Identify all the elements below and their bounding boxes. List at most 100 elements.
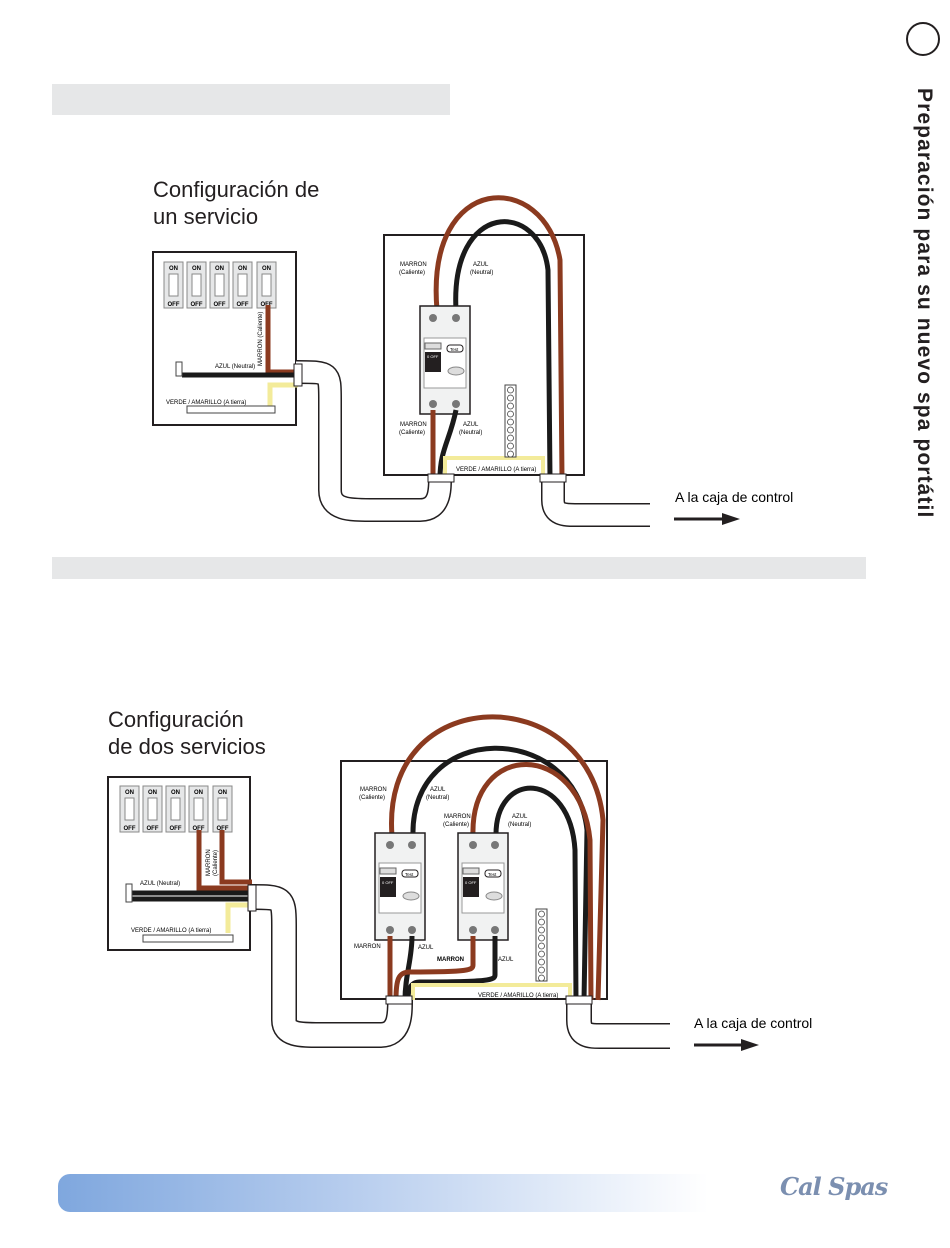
d1-conduit: [295, 361, 451, 521]
svg-text:(Neutral): (Neutral): [508, 822, 531, 828]
svg-text:OFF: OFF: [147, 826, 159, 832]
svg-text:ON: ON: [169, 266, 178, 272]
svg-text:ON: ON: [262, 266, 271, 272]
svg-text:MARRON: MARRON: [360, 787, 387, 793]
d1-fitting-right: [539, 473, 567, 483]
d2-arch-black-wire-b: [493, 785, 579, 1001]
d2-gfci-breaker-a: 0 OFF Test: [374, 832, 426, 941]
svg-text:(Neutral): (Neutral): [459, 430, 482, 436]
d2-breaker-switches: ON OFF ON OFF ON OFF ON OFF ON OFF: [119, 785, 233, 833]
svg-text:ON: ON: [238, 266, 247, 272]
d1-gfci-breaker: 0 OFF Test: [419, 305, 471, 415]
section-band-1: [52, 84, 450, 115]
diagram1-title: Configuración de un servicio: [153, 177, 320, 229]
svg-text:AZUL: AZUL: [463, 422, 479, 428]
d1-line-black-wire: [437, 409, 459, 479]
svg-text:ON: ON: [218, 790, 227, 796]
svg-text:(Neutral): (Neutral): [426, 795, 449, 801]
svg-text:MARRON: MARRON: [437, 957, 464, 963]
d2-panel-brown-wire-b: [219, 830, 252, 885]
svg-text:AZUL (Neutral): AZUL (Neutral): [215, 364, 255, 370]
svg-text:OFF: OFF: [237, 302, 249, 308]
svg-text:OFF: OFF: [191, 302, 203, 308]
d2-fitting-panel: [247, 884, 257, 912]
d2-panel-ground-wire: [225, 902, 252, 933]
svg-text:AZUL: AZUL: [430, 787, 446, 793]
d2-arch-brown-wire-a: [389, 714, 606, 1001]
d2-neutral-bar: [125, 883, 133, 903]
svg-text:OFF: OFF: [168, 302, 180, 308]
svg-text:ON: ON: [192, 266, 201, 272]
d1-fitting-left: [427, 473, 455, 483]
svg-text:(Caliente): (Caliente): [213, 850, 219, 876]
svg-text:(Neutral): (Neutral): [470, 270, 493, 276]
d2-arch-brown-wire-b: [470, 762, 594, 1001]
d1-panel-brown-wire: [265, 305, 298, 375]
svg-text:OFF: OFF: [217, 826, 229, 832]
section-band-2: [52, 557, 866, 579]
svg-text:ON: ON: [194, 790, 203, 796]
svg-text:AZUL: AZUL: [512, 814, 528, 820]
svg-text:OFF: OFF: [170, 826, 182, 832]
d1-neutral-bar: [175, 361, 183, 377]
svg-text:OFF: OFF: [124, 826, 136, 832]
d2-line-black-wire-b: [405, 936, 498, 1001]
svg-text:MARRON: MARRON: [206, 849, 212, 876]
svg-text:(Caliente): (Caliente): [399, 430, 425, 436]
svg-text:Test: Test: [405, 872, 414, 877]
svg-text:(Caliente): (Caliente): [443, 822, 469, 828]
d2-out-conduit: [567, 1000, 672, 1048]
d1-arch-black-wire: [453, 219, 553, 479]
svg-text:AZUL (Neutral): AZUL (Neutral): [140, 881, 180, 887]
svg-text:(Caliente): (Caliente): [359, 795, 385, 801]
svg-text:MARRON (Caliente): MARRON (Caliente): [258, 312, 264, 366]
svg-text:MARRON: MARRON: [400, 422, 427, 428]
d1-terminal-screws: [507, 386, 514, 458]
svg-text:ON: ON: [125, 790, 134, 796]
svg-text:AZUL: AZUL: [498, 957, 514, 963]
svg-text:AZUL: AZUL: [473, 262, 489, 268]
d1-breaker-switches: ON OFF ON OFF ON OFF ON OFF ON OFF: [163, 261, 277, 309]
d1-fitting-panel: [293, 363, 303, 387]
diagram2-title: Configuración de dos servicios: [108, 707, 266, 759]
d1-arch-brown-wire: [433, 195, 565, 479]
svg-text:AZUL: AZUL: [418, 945, 434, 951]
svg-text:0 OFF: 0 OFF: [382, 880, 394, 885]
d1-ground-bar: [186, 405, 276, 414]
svg-text:VERDE / AMARILLO (A tierra): VERDE / AMARILLO (A tierra): [131, 928, 211, 934]
d2-line-black-wire-a: [402, 935, 415, 1001]
d2-panel-brown-wire-a: [196, 830, 252, 891]
svg-text:Test: Test: [450, 347, 459, 352]
svg-text:MARRON: MARRON: [400, 262, 427, 268]
d2-line-brown-wire-b: [393, 936, 476, 1001]
svg-text:MARRON: MARRON: [444, 814, 471, 820]
d1-panel-ground-wire: [267, 382, 298, 408]
d2-conduit: [249, 885, 412, 1047]
d2-to-control-label: A la caja de control: [694, 1015, 812, 1031]
svg-text:0 OFF: 0 OFF: [465, 880, 477, 885]
svg-text:0 OFF: 0 OFF: [427, 354, 439, 359]
svg-text:OFF: OFF: [193, 826, 205, 832]
footer-bar: [58, 1174, 708, 1212]
d1-arrow-head-icon: [722, 513, 740, 525]
svg-text:MARRON: MARRON: [354, 944, 381, 950]
svg-text:VERDE / AMARILLO (A tierra): VERDE / AMARILLO (A tierra): [456, 467, 536, 473]
svg-text:ON: ON: [171, 790, 180, 796]
svg-text:VERDE / AMARILLO (A tierra): VERDE / AMARILLO (A tierra): [166, 400, 246, 406]
d1-gfci-ground-wire: [443, 456, 545, 478]
svg-text:ON: ON: [148, 790, 157, 796]
svg-text:VERDE / AMARILLO (A tierra): VERDE / AMARILLO (A tierra): [478, 993, 558, 999]
d2-fitting-right: [565, 995, 593, 1005]
d2-gfci-breaker-b: 0 OFF Test: [457, 832, 509, 941]
diagram1-single-service: ON OFF ON OFF ON OFF ON OFF ON OFF AZUL …: [152, 195, 793, 527]
page-marker-circle: [906, 22, 940, 56]
d1-out-conduit: [542, 478, 652, 526]
diagram2-dual-service: ON OFF ON OFF ON OFF ON OFF ON OFF AZUL …: [107, 714, 812, 1051]
d1-to-control-label: A la caja de control: [675, 489, 793, 505]
d2-terminal-screws: [538, 910, 545, 982]
brand-logo: Cal Spas: [780, 1172, 888, 1201]
d2-gfci-ground-wire: [411, 983, 572, 1000]
svg-text:Test: Test: [488, 872, 497, 877]
svg-text:(Caliente): (Caliente): [399, 270, 425, 276]
d2-arrow-head-icon: [741, 1039, 759, 1051]
